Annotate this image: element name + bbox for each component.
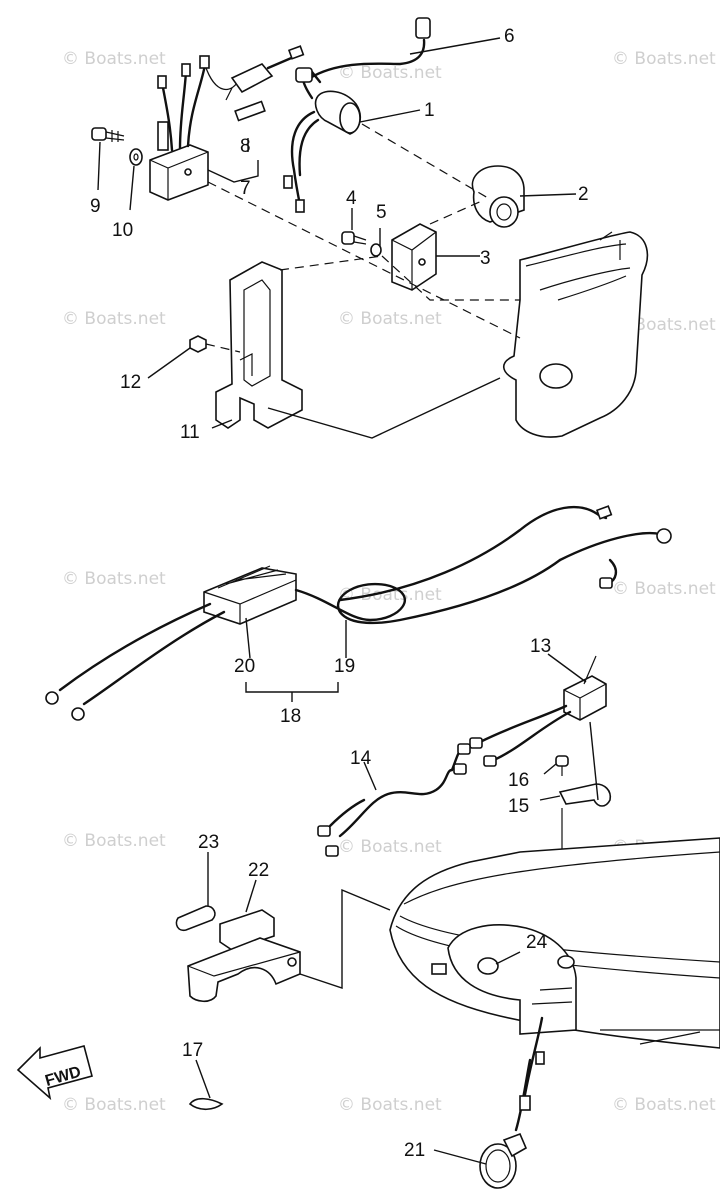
- leader-24: [495, 951, 521, 965]
- part-9-bolt: [91, 127, 125, 142]
- bottom-cowling: [389, 837, 720, 1049]
- callout-24: 24: [526, 932, 548, 953]
- callout-22: 22: [248, 860, 269, 881]
- watermark: © Boats.net: [338, 585, 442, 605]
- callout-21: 21: [404, 1140, 425, 1161]
- part-16-screw: [555, 755, 569, 776]
- callout-12: 12: [120, 372, 141, 393]
- part-22-bracket: [187, 879, 391, 1003]
- part-12-nut: [189, 335, 207, 353]
- part-15-bracket: [558, 783, 612, 807]
- watermark: © Boats.net: [338, 1095, 442, 1115]
- part-3-bracket: [391, 223, 437, 291]
- dashed-lines-upper: [205, 123, 521, 353]
- callout-5: 5: [376, 202, 387, 223]
- watermark: © Boats.net: [62, 1095, 166, 1115]
- callout-6: 6: [504, 26, 515, 47]
- part-17-clip: [188, 1059, 224, 1111]
- watermark: © Boats.net: [62, 831, 166, 851]
- part-13-switch: [469, 655, 607, 767]
- callout-15: 15: [508, 796, 529, 817]
- callout-8: 8: [240, 136, 251, 157]
- watermark: © Boats.net: [612, 1095, 716, 1115]
- leader-lines-middle: [245, 617, 347, 702]
- watermark: © Boats.net: [612, 49, 716, 69]
- callout-17: 17: [182, 1040, 203, 1061]
- callout-23: 23: [198, 832, 219, 853]
- leader-lines-upper: [97, 37, 577, 439]
- callout-14: 14: [350, 748, 372, 769]
- callout-13: 13: [530, 636, 551, 657]
- part-10-washer: [129, 148, 143, 166]
- watermarks: © Boats.net © Boats.net © Boats.net © Bo…: [62, 49, 716, 1115]
- callout-16: 16: [508, 770, 529, 791]
- callout-20: 20: [234, 656, 255, 677]
- callout-3: 3: [480, 248, 491, 269]
- callout-9: 9: [90, 196, 101, 217]
- part-14-lead: [317, 743, 471, 857]
- callout-1: 1: [424, 100, 435, 121]
- part-5-washer: [370, 243, 382, 257]
- callout-7: 7: [240, 178, 251, 199]
- part-4-screw: [341, 231, 367, 245]
- part-2-cover: [471, 165, 525, 228]
- callout-4: 4: [346, 188, 357, 209]
- part-18-harness: [45, 505, 672, 721]
- watermark: © Boats.net: [338, 309, 442, 329]
- callout-2: 2: [578, 184, 589, 205]
- watermark: © Boats.net: [338, 837, 442, 857]
- connector-coil: [225, 45, 305, 101]
- part-8-fuse: [234, 100, 266, 122]
- part-21-switch: [433, 1016, 545, 1189]
- part-11-plate: [215, 261, 303, 429]
- callout-19: 19: [334, 656, 355, 677]
- part-23-clip: [175, 852, 216, 932]
- fwd-arrow: FWD: [16, 1045, 93, 1101]
- callout-10: 10: [112, 220, 133, 241]
- callouts: 1 2 3 4 5 6 7 8 9 10 11 12 13 14 15 16 1…: [90, 26, 589, 1161]
- callout-18: 18: [280, 706, 301, 727]
- engine-bracket: [502, 231, 649, 438]
- watermark: © Boats.net: [62, 309, 166, 329]
- part-7-rectifier: [149, 55, 241, 201]
- callout-11: 11: [180, 422, 200, 443]
- watermark: © Boats.net: [338, 63, 442, 83]
- watermark: © Boats.net: [612, 579, 716, 599]
- watermark: © Boats.net: [62, 49, 166, 69]
- watermark: © Boats.net: [62, 569, 166, 589]
